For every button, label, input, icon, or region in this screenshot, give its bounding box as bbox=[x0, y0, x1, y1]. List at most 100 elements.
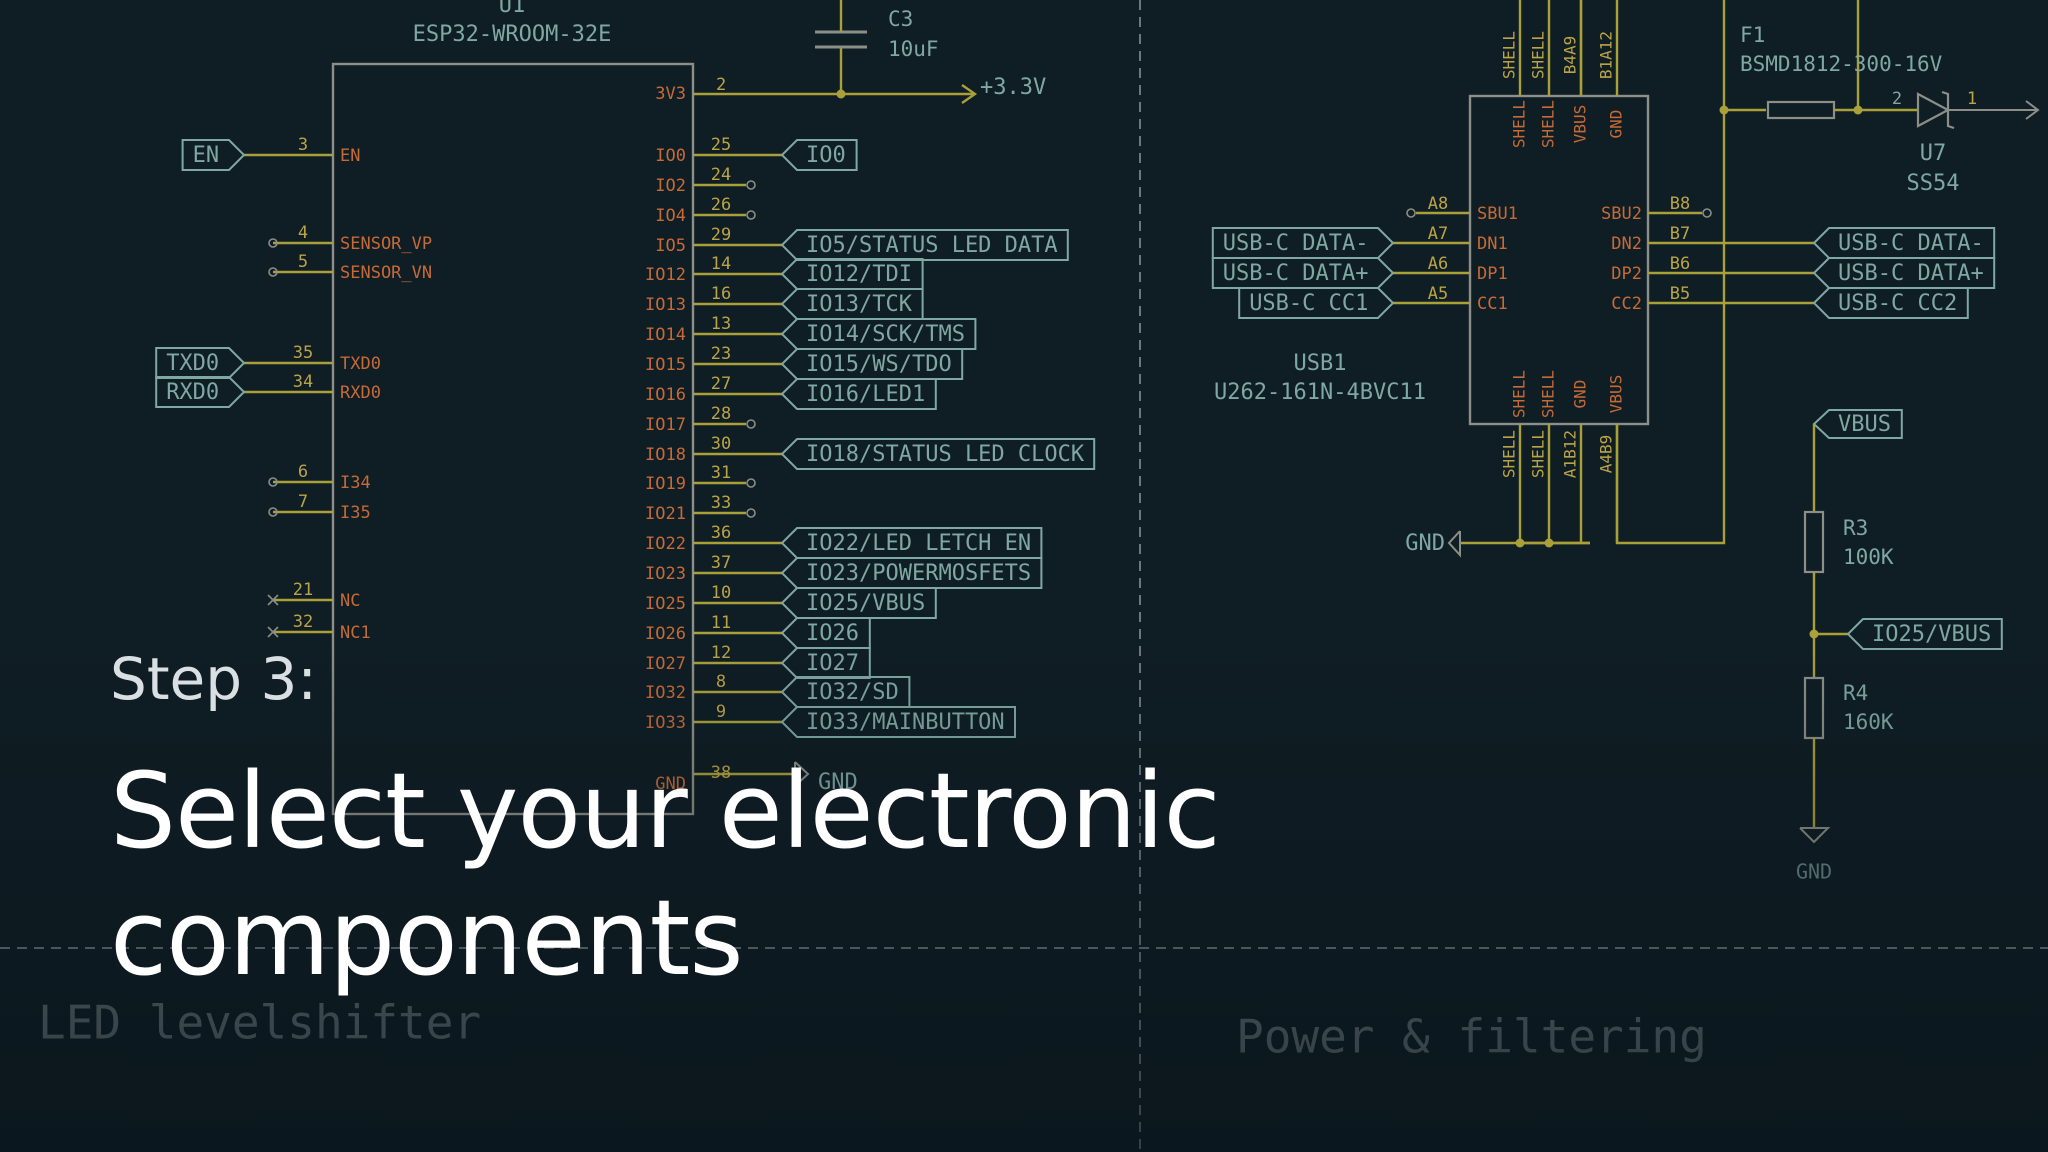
usb1-pin-name: SBU2 bbox=[1601, 204, 1642, 224]
u1-pin-number: 35 bbox=[293, 343, 313, 363]
usb1-pin-name: DP2 bbox=[1611, 264, 1642, 284]
u1-pin-name: IO26 bbox=[645, 624, 686, 644]
u1-pin-number: 6 bbox=[298, 462, 308, 482]
unconnected-pin-marker bbox=[746, 210, 756, 220]
u1-pin-number: 14 bbox=[711, 254, 731, 274]
usb1-pin-name: VBUS bbox=[1607, 375, 1626, 414]
u1-pin-name: 3V3 bbox=[655, 84, 686, 104]
headline: Select your electronic components bbox=[110, 750, 1221, 999]
net-label: IO25/VBUS bbox=[806, 591, 925, 616]
usb1-pin-number: A8 bbox=[1428, 194, 1448, 214]
usb1-pin-name: CC1 bbox=[1477, 294, 1508, 314]
unconnected-pin-marker bbox=[746, 508, 756, 518]
r4-resistor-symbol bbox=[1803, 676, 1825, 740]
u7-value: SS54 bbox=[1907, 171, 1960, 196]
usb1-pin-name: SHELL bbox=[1539, 100, 1558, 148]
usb1-pin-number: B7 bbox=[1670, 224, 1690, 244]
unconnected-pin-marker bbox=[1406, 208, 1416, 218]
section-title-power-filtering: Power & filtering bbox=[1236, 1010, 1707, 1064]
r3-resistor-symbol bbox=[1803, 510, 1825, 574]
u1-pin-number: 31 bbox=[711, 463, 731, 483]
step-label: Step 3: bbox=[110, 645, 317, 713]
usb1-value: U262-161N-4BVC11 bbox=[1214, 380, 1426, 405]
u7-pin-number: 2 bbox=[1892, 89, 1902, 109]
usb1-pin-number: SHELL bbox=[1500, 430, 1519, 478]
usb1-pin-name: SBU1 bbox=[1477, 204, 1518, 224]
section-title-led-levelshifter: LED levelshifter bbox=[38, 996, 481, 1050]
u7-pin-number: 1 bbox=[1967, 89, 1977, 109]
u1-pin-name: IO17 bbox=[645, 415, 686, 435]
usb1-pin-number: B5 bbox=[1670, 284, 1690, 304]
u1-pin-name: IO0 bbox=[655, 146, 686, 166]
unconnected-pin-marker bbox=[746, 478, 756, 488]
net-label: IO13/TCK bbox=[806, 292, 913, 317]
net-label: USB-C CC2 bbox=[1838, 291, 1957, 316]
net-label: EN bbox=[193, 143, 220, 168]
u1-pin-name: NC1 bbox=[340, 623, 371, 643]
u1-pin-number: 5 bbox=[298, 252, 308, 272]
r4-ref: R4 bbox=[1843, 681, 1868, 705]
u1-pin-name: IO12 bbox=[645, 265, 686, 285]
net-label: IO23/POWERMOSFETS bbox=[806, 561, 1031, 586]
u1-pin-number: 30 bbox=[711, 434, 731, 454]
u1-pin-number: 16 bbox=[711, 284, 731, 304]
u1-pin-number: 36 bbox=[711, 523, 731, 543]
unconnected-pin-marker bbox=[746, 180, 756, 190]
u1-pin-name: IO14 bbox=[645, 325, 686, 345]
net-label: IO12/TDI bbox=[806, 262, 912, 287]
u1-pin-number: 11 bbox=[711, 613, 731, 633]
u1-pin-number: 3 bbox=[298, 135, 308, 155]
u1-pin-name: NC bbox=[340, 591, 360, 611]
usb1-pin-name: SHELL bbox=[1510, 100, 1529, 148]
usb1-pin-number: B1A12 bbox=[1597, 31, 1616, 79]
u1-pin-name: EN bbox=[340, 146, 360, 166]
u1-pin-name: SENSOR_VP bbox=[340, 234, 432, 254]
u1-pin-name: SENSOR_VN bbox=[340, 263, 432, 283]
usb1-pin-name: DP1 bbox=[1477, 264, 1508, 284]
net-label: IO26 bbox=[806, 621, 859, 646]
u1-pin-name: IO22 bbox=[645, 534, 686, 554]
usb1-pin-number: A6 bbox=[1428, 254, 1448, 274]
usb1-pin-name: SHELL bbox=[1510, 370, 1529, 418]
usb1-pin-name: GND bbox=[1571, 380, 1590, 409]
u1-pin-name: IO15 bbox=[645, 355, 686, 375]
u1-pin-number: 28 bbox=[711, 404, 731, 424]
u1-pin-name: IO5 bbox=[655, 236, 686, 256]
u1-pin-number: 4 bbox=[298, 223, 308, 243]
unconnected-pin-marker bbox=[746, 419, 756, 429]
unconnected-pin-marker bbox=[1702, 208, 1712, 218]
net-label: USB-C DATA- bbox=[1838, 231, 1984, 256]
u1-pin-number: 13 bbox=[711, 314, 731, 334]
net-label: USB-C DATA+ bbox=[1223, 261, 1369, 286]
net-label: TXD0 bbox=[166, 351, 219, 376]
net-label: IO14/SCK/TMS bbox=[806, 322, 965, 347]
u1-pin-number: 25 bbox=[711, 135, 731, 155]
c3-ref: C3 bbox=[888, 7, 913, 31]
u1-pin-name: TXD0 bbox=[340, 354, 381, 374]
u1-pin-name: IO18 bbox=[645, 445, 686, 465]
usb1-pin-number: A4B9 bbox=[1597, 435, 1616, 474]
net-label: IO16/LED1 bbox=[806, 382, 925, 407]
usb1-pin-number: A5 bbox=[1428, 284, 1448, 304]
u1-pin-name: I34 bbox=[340, 473, 371, 493]
u1-pin-name: IO21 bbox=[645, 504, 686, 524]
u1-pin-number: 27 bbox=[711, 374, 731, 394]
net-label: USB-C CC1 bbox=[1249, 291, 1368, 316]
u1-pin-number: 23 bbox=[711, 344, 731, 364]
r3-ref: R3 bbox=[1843, 516, 1868, 540]
gnd-label: GND bbox=[1405, 531, 1445, 556]
u1-pin-number: 24 bbox=[711, 165, 731, 185]
power-label-3v3: +3.3V bbox=[980, 75, 1046, 100]
u1-pin-name: IO19 bbox=[645, 474, 686, 494]
u1-pin-number: 33 bbox=[711, 493, 731, 513]
usb1-pin-name: VBUS bbox=[1571, 105, 1590, 144]
net-label: IO25/VBUS bbox=[1872, 622, 1991, 647]
usb1-pin-name: DN1 bbox=[1477, 234, 1508, 254]
usb1-pin-number: SHELL bbox=[1529, 430, 1548, 478]
u1-pin-name: IO16 bbox=[645, 385, 686, 405]
usb1-pin-number: B4A9 bbox=[1561, 36, 1580, 75]
u1-pin-number: 2 bbox=[716, 75, 726, 95]
net-label: IO18/STATUS LED CLOCK bbox=[806, 442, 1085, 467]
usb1-pin-number: B6 bbox=[1670, 254, 1690, 274]
